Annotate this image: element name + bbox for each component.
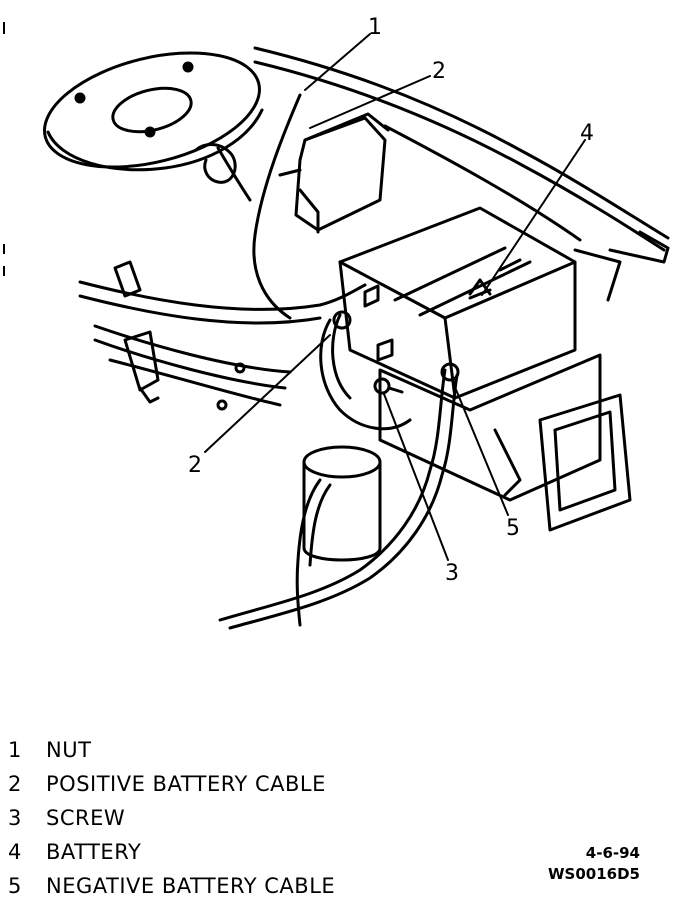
legend-item: 1 NUT	[8, 733, 428, 767]
figure-code-block: 4-6-94 WS0016D5	[548, 843, 640, 885]
legend-item: 4 BATTERY	[8, 835, 428, 869]
wiring-harness	[78, 260, 367, 411]
battery-installation-diagram: 1 2 2 3 4 5	[43, 15, 670, 630]
positive-battery-cable	[194, 93, 390, 320]
date-code: 4-6-94	[585, 844, 640, 862]
legend-item: 2 POSITIVE BATTERY CABLE	[8, 767, 428, 801]
callout-leaders	[204, 33, 586, 561]
callout-2-lower: 2	[188, 453, 202, 478]
parts-legend: 1 NUT 2 POSITIVE BATTERY CABLE 3 SCREW 4…	[8, 733, 428, 903]
callout-2-upper: 2	[432, 59, 446, 84]
legend-label: POSITIVE BATTERY CABLE	[46, 772, 326, 796]
positive-cable-terminal-run	[319, 310, 412, 431]
legend-number: 3	[8, 806, 22, 830]
left-edge-tick-lower	[3, 266, 5, 276]
legend-label: NEGATIVE BATTERY CABLE	[46, 874, 336, 898]
battery-tray	[378, 353, 632, 532]
fender-panel	[253, 46, 670, 302]
legend-number: 5	[8, 874, 22, 898]
figure-code: WS0016D5	[548, 865, 640, 883]
left-edge-tick-middle	[3, 244, 5, 254]
strut-tower	[43, 51, 264, 172]
callout-5: 5	[506, 516, 520, 541]
left-edge-tick-top	[3, 22, 5, 34]
legend-number: 2	[8, 772, 22, 796]
legend-item: 3 SCREW	[8, 801, 428, 835]
legend-label: BATTERY	[46, 840, 142, 864]
legend-number: 4	[8, 840, 22, 864]
legend-number: 1	[8, 738, 22, 762]
legend-label: SCREW	[46, 806, 126, 830]
callout-3: 3	[445, 561, 459, 586]
callout-1: 1	[368, 15, 382, 40]
legend-label: NUT	[46, 738, 92, 762]
legend-item: 5 NEGATIVE BATTERY CABLE	[8, 869, 428, 903]
canister	[295, 445, 382, 627]
screw	[373, 377, 404, 395]
callout-4: 4	[580, 121, 594, 146]
